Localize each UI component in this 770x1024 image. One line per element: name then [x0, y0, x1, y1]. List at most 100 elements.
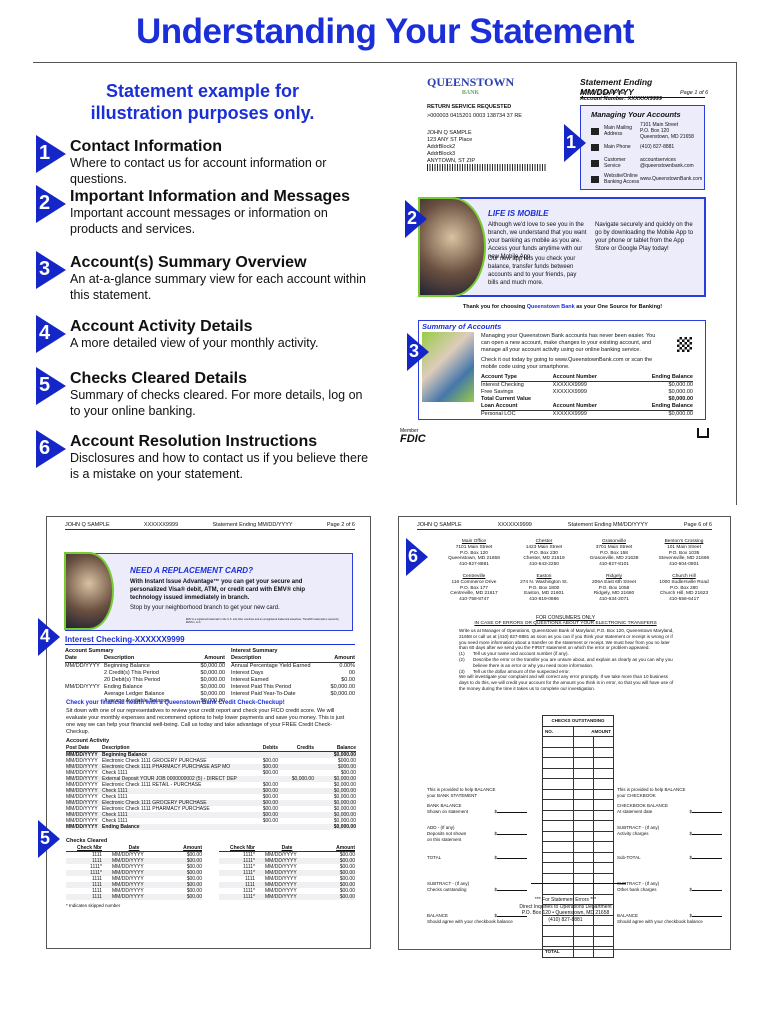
outstanding-row[interactable]	[541, 935, 614, 947]
blank-line	[497, 858, 527, 859]
table-cell: $00.00	[340, 770, 356, 776]
column-header: AMOUNT	[573, 725, 614, 737]
outstanding-row[interactable]	[541, 851, 614, 863]
outstanding-row[interactable]	[541, 746, 614, 758]
credit-checkup-title: Check your financial health with a Queen…	[66, 700, 285, 706]
cell	[573, 830, 595, 842]
calc-label: Deposits not shown on this statement	[427, 831, 467, 842]
card-fine-print: EMV is a registered trademark in the U.S…	[186, 618, 339, 624]
outstanding-row[interactable]	[541, 736, 614, 748]
outstanding-row[interactable]	[541, 925, 614, 937]
table-cell: $0,000.00	[200, 698, 225, 704]
qr-code	[677, 337, 692, 352]
table-cell: Average Available Balance	[104, 698, 170, 704]
table-cell: Ending Balance	[104, 684, 143, 690]
table-cell	[250, 824, 278, 830]
table-cell: $00.00	[339, 888, 355, 894]
table-cell: 1111*	[243, 858, 255, 864]
error-steps: (1)Tell us your name and account number …	[459, 651, 674, 674]
outstanding-row[interactable]	[541, 799, 614, 811]
calc-line[interactable]: Shown on statement$	[427, 809, 527, 815]
outstanding-row[interactable]	[541, 841, 614, 853]
summary-of-accounts-box: Summary of Accounts Managing your Queens…	[418, 320, 706, 420]
blank-line	[692, 916, 722, 917]
outstanding-row[interactable]	[541, 872, 614, 884]
table-cell: $00.00	[186, 894, 202, 900]
table-row: 2 Credit(s) This Period$0,000.00	[65, 670, 225, 677]
cell	[593, 799, 614, 811]
table-cell: Interest Earned	[231, 677, 269, 683]
calc-label: Checks outstanding	[427, 887, 467, 892]
cell	[593, 925, 614, 937]
managing-accounts-title: Managing Your Accounts	[591, 110, 681, 119]
table-cell: MM/DD/YYYY	[66, 800, 98, 806]
table-cell: Check 1111	[102, 770, 128, 776]
column-header: Description	[102, 745, 130, 751]
blank-line	[692, 858, 722, 859]
cell	[573, 757, 595, 769]
table-row: Interest Earned$0.00	[231, 677, 355, 684]
outstanding-row[interactable]	[541, 809, 614, 821]
table-row: 20 Debit(s) This Period$0,000.00	[65, 677, 225, 684]
table-cell: MM/DD/YYYY	[112, 864, 144, 870]
table-cell: MM/DD/YYYY	[66, 752, 98, 758]
outstanding-row[interactable]	[541, 830, 614, 842]
step-text: Describe the error or the transfer you a…	[473, 656, 673, 668]
contact-value: (410) 827-8881	[640, 144, 675, 150]
woman-reading-photo	[422, 332, 474, 402]
man-with-phone-photo	[418, 197, 486, 297]
outstanding-row[interactable]	[541, 883, 614, 895]
outstanding-row[interactable]	[541, 778, 614, 790]
calc-line[interactable]: BALANCE$	[427, 913, 527, 919]
table-row: Average Ledger Balance$0,000.00	[65, 691, 225, 698]
item-heading: Account Activity Details	[70, 318, 253, 335]
calc-label: BANK BALANCE	[427, 803, 462, 808]
table-cell: $0,000.00	[333, 824, 356, 830]
table-cell: $0,000.00	[333, 788, 356, 794]
calc-line[interactable]: Other bank charges$	[617, 887, 722, 893]
calc-line: SUBTRACT - (If any)	[617, 825, 722, 831]
table-cell: Ending Balance	[651, 374, 693, 380]
calc-line[interactable]: TOTAL$	[427, 855, 527, 861]
calc-line[interactable]: Sub-TOTAL$	[617, 855, 722, 861]
calc-line[interactable]: Deposits not shown on this statement $	[427, 831, 527, 843]
outstanding-row[interactable]	[541, 820, 614, 832]
outstanding-row[interactable]	[541, 862, 614, 874]
calc-line[interactable]: At statement date$	[617, 809, 722, 815]
check-row: 1111*MM/DD/YYYY$00.00	[219, 894, 355, 900]
amount-field: $	[494, 913, 527, 919]
table-cell: $0,000.00	[330, 691, 355, 697]
summary-title: Summary of Accounts	[422, 322, 502, 331]
blank-line	[497, 916, 527, 917]
blank-line	[497, 890, 527, 891]
calc-line[interactable]: Activity charges$	[617, 831, 722, 837]
outstanding-row[interactable]	[541, 767, 614, 779]
table-row: Average Available Balance $0,000.00	[65, 698, 225, 705]
table-cell: 00	[348, 670, 355, 676]
table-cell: 1111	[91, 888, 102, 894]
amount-field: $	[494, 831, 527, 843]
balance-arrow	[531, 883, 626, 884]
thank-you-line: Thank you for choosing Queenstown Bank a…	[462, 304, 663, 310]
column-header: Amount	[183, 845, 202, 851]
contact-label: Website/Online Banking Access	[604, 173, 640, 185]
table-cell: 1111*	[243, 894, 255, 900]
outstanding-row[interactable]	[541, 757, 614, 769]
calc-line[interactable]: BALANCE$	[617, 913, 722, 919]
page-header-field: Page 2 of 6	[326, 522, 355, 528]
amount-field: $	[494, 887, 527, 893]
table-cell: $00.00	[262, 758, 278, 764]
cell	[573, 809, 595, 821]
page-header-field: Page 6 of 6	[683, 522, 712, 528]
calc-line[interactable]: Checks outstanding $	[427, 887, 527, 893]
outstanding-row[interactable]	[541, 788, 614, 800]
branch-lines: 1423 Main Street P.O. Box 230 Chester, M…	[523, 544, 565, 568]
blank-line	[692, 834, 722, 835]
